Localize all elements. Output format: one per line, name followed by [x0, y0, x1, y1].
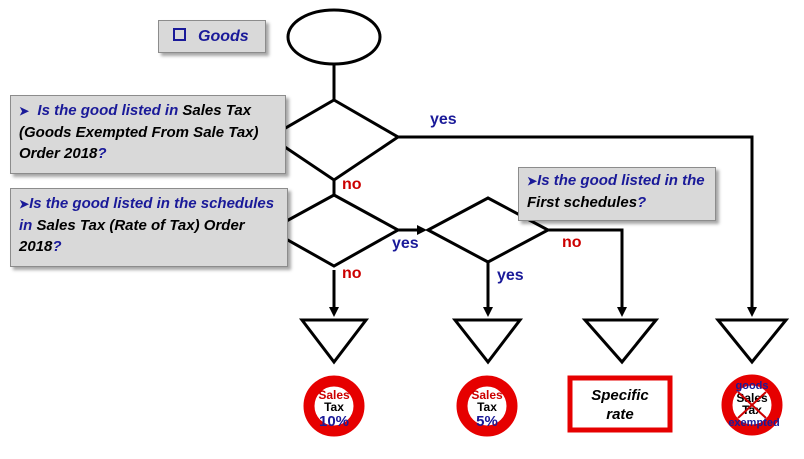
- decision-2: [266, 193, 402, 268]
- question-box-3: ➤Is the good listed in the First schedul…: [518, 167, 716, 221]
- question-3-schedule-name: First schedules: [527, 194, 638, 211]
- sign-ring: [303, 375, 365, 437]
- connectors: [329, 64, 757, 317]
- exempt-line1: Sales: [736, 391, 768, 405]
- edge-label-yes-2: yes: [392, 235, 419, 252]
- square-bullet-icon: [173, 28, 186, 41]
- arrow-bullet-icon: ➤: [527, 174, 538, 188]
- merge-triangle-3: [581, 318, 660, 365]
- goods-label-box: Goods: [158, 20, 266, 53]
- exempt-top: goods: [736, 380, 769, 392]
- edge-label-no-3: no: [562, 234, 582, 251]
- exempt-bottom: exempted: [728, 417, 779, 429]
- outcome-sales-tax-5: Sales Tax 5%: [456, 375, 518, 437]
- specific-rate-line2: rate: [606, 406, 634, 423]
- sign-line2: Tax: [477, 400, 497, 414]
- edge-label-yes-1: yes: [430, 111, 457, 128]
- question-box-1: ➤ Is the good listed in Sales Tax (Goods…: [10, 95, 286, 174]
- sign-line3: 5%: [476, 413, 498, 430]
- question-1-suffix: ?: [97, 145, 107, 162]
- question-2-prefix: Is the good listed in the schedules in: [19, 195, 275, 234]
- sign-line2: Tax: [324, 400, 344, 414]
- arrow-bullet-icon: ➤: [19, 104, 30, 118]
- question-2-suffix: ?: [52, 238, 62, 255]
- question-3-suffix: ?: [637, 194, 647, 211]
- edge-label-yes-3: yes: [497, 267, 524, 284]
- specific-rate-box: [567, 375, 673, 433]
- cross-stroke: [737, 391, 767, 419]
- goods-label: Goods: [198, 28, 249, 45]
- question-box-2: ➤Is the good listed in the schedules in …: [10, 188, 288, 267]
- sign-line1: Sales: [318, 388, 350, 402]
- merge-triangle-1: [298, 318, 370, 365]
- question-2-order-name: Sales Tax (Rate of Tax) Order 2018: [19, 217, 245, 255]
- question-3-prefix: Is the good listed in the: [537, 172, 705, 189]
- outcome-sales-tax-10: Sales Tax 10%: [303, 375, 365, 437]
- outcome-specific-rate: Specific rate: [567, 375, 673, 433]
- sign-line3: 10%: [319, 413, 349, 430]
- question-1-order-name: Sales Tax (Goods Exempted From Sale Tax)…: [19, 102, 259, 162]
- sign-line1: Sales: [471, 388, 503, 402]
- arrow-bullet-icon: ➤: [19, 197, 30, 211]
- question-1-prefix: Is the good listed in: [37, 102, 183, 119]
- merge-triangle-4: [714, 318, 790, 365]
- exempt-line2: Tax: [742, 403, 762, 417]
- start-node: [286, 8, 382, 66]
- sign-ring: [456, 375, 518, 437]
- specific-rate-line1: Specific: [591, 387, 649, 404]
- edge-label-no-1: no: [342, 176, 362, 193]
- decision-1: [267, 98, 401, 182]
- outcome-exempted: goods Sales Tax exempted: [721, 374, 783, 436]
- merge-triangle-2: [451, 318, 524, 365]
- edge-label-no-2: no: [342, 265, 362, 282]
